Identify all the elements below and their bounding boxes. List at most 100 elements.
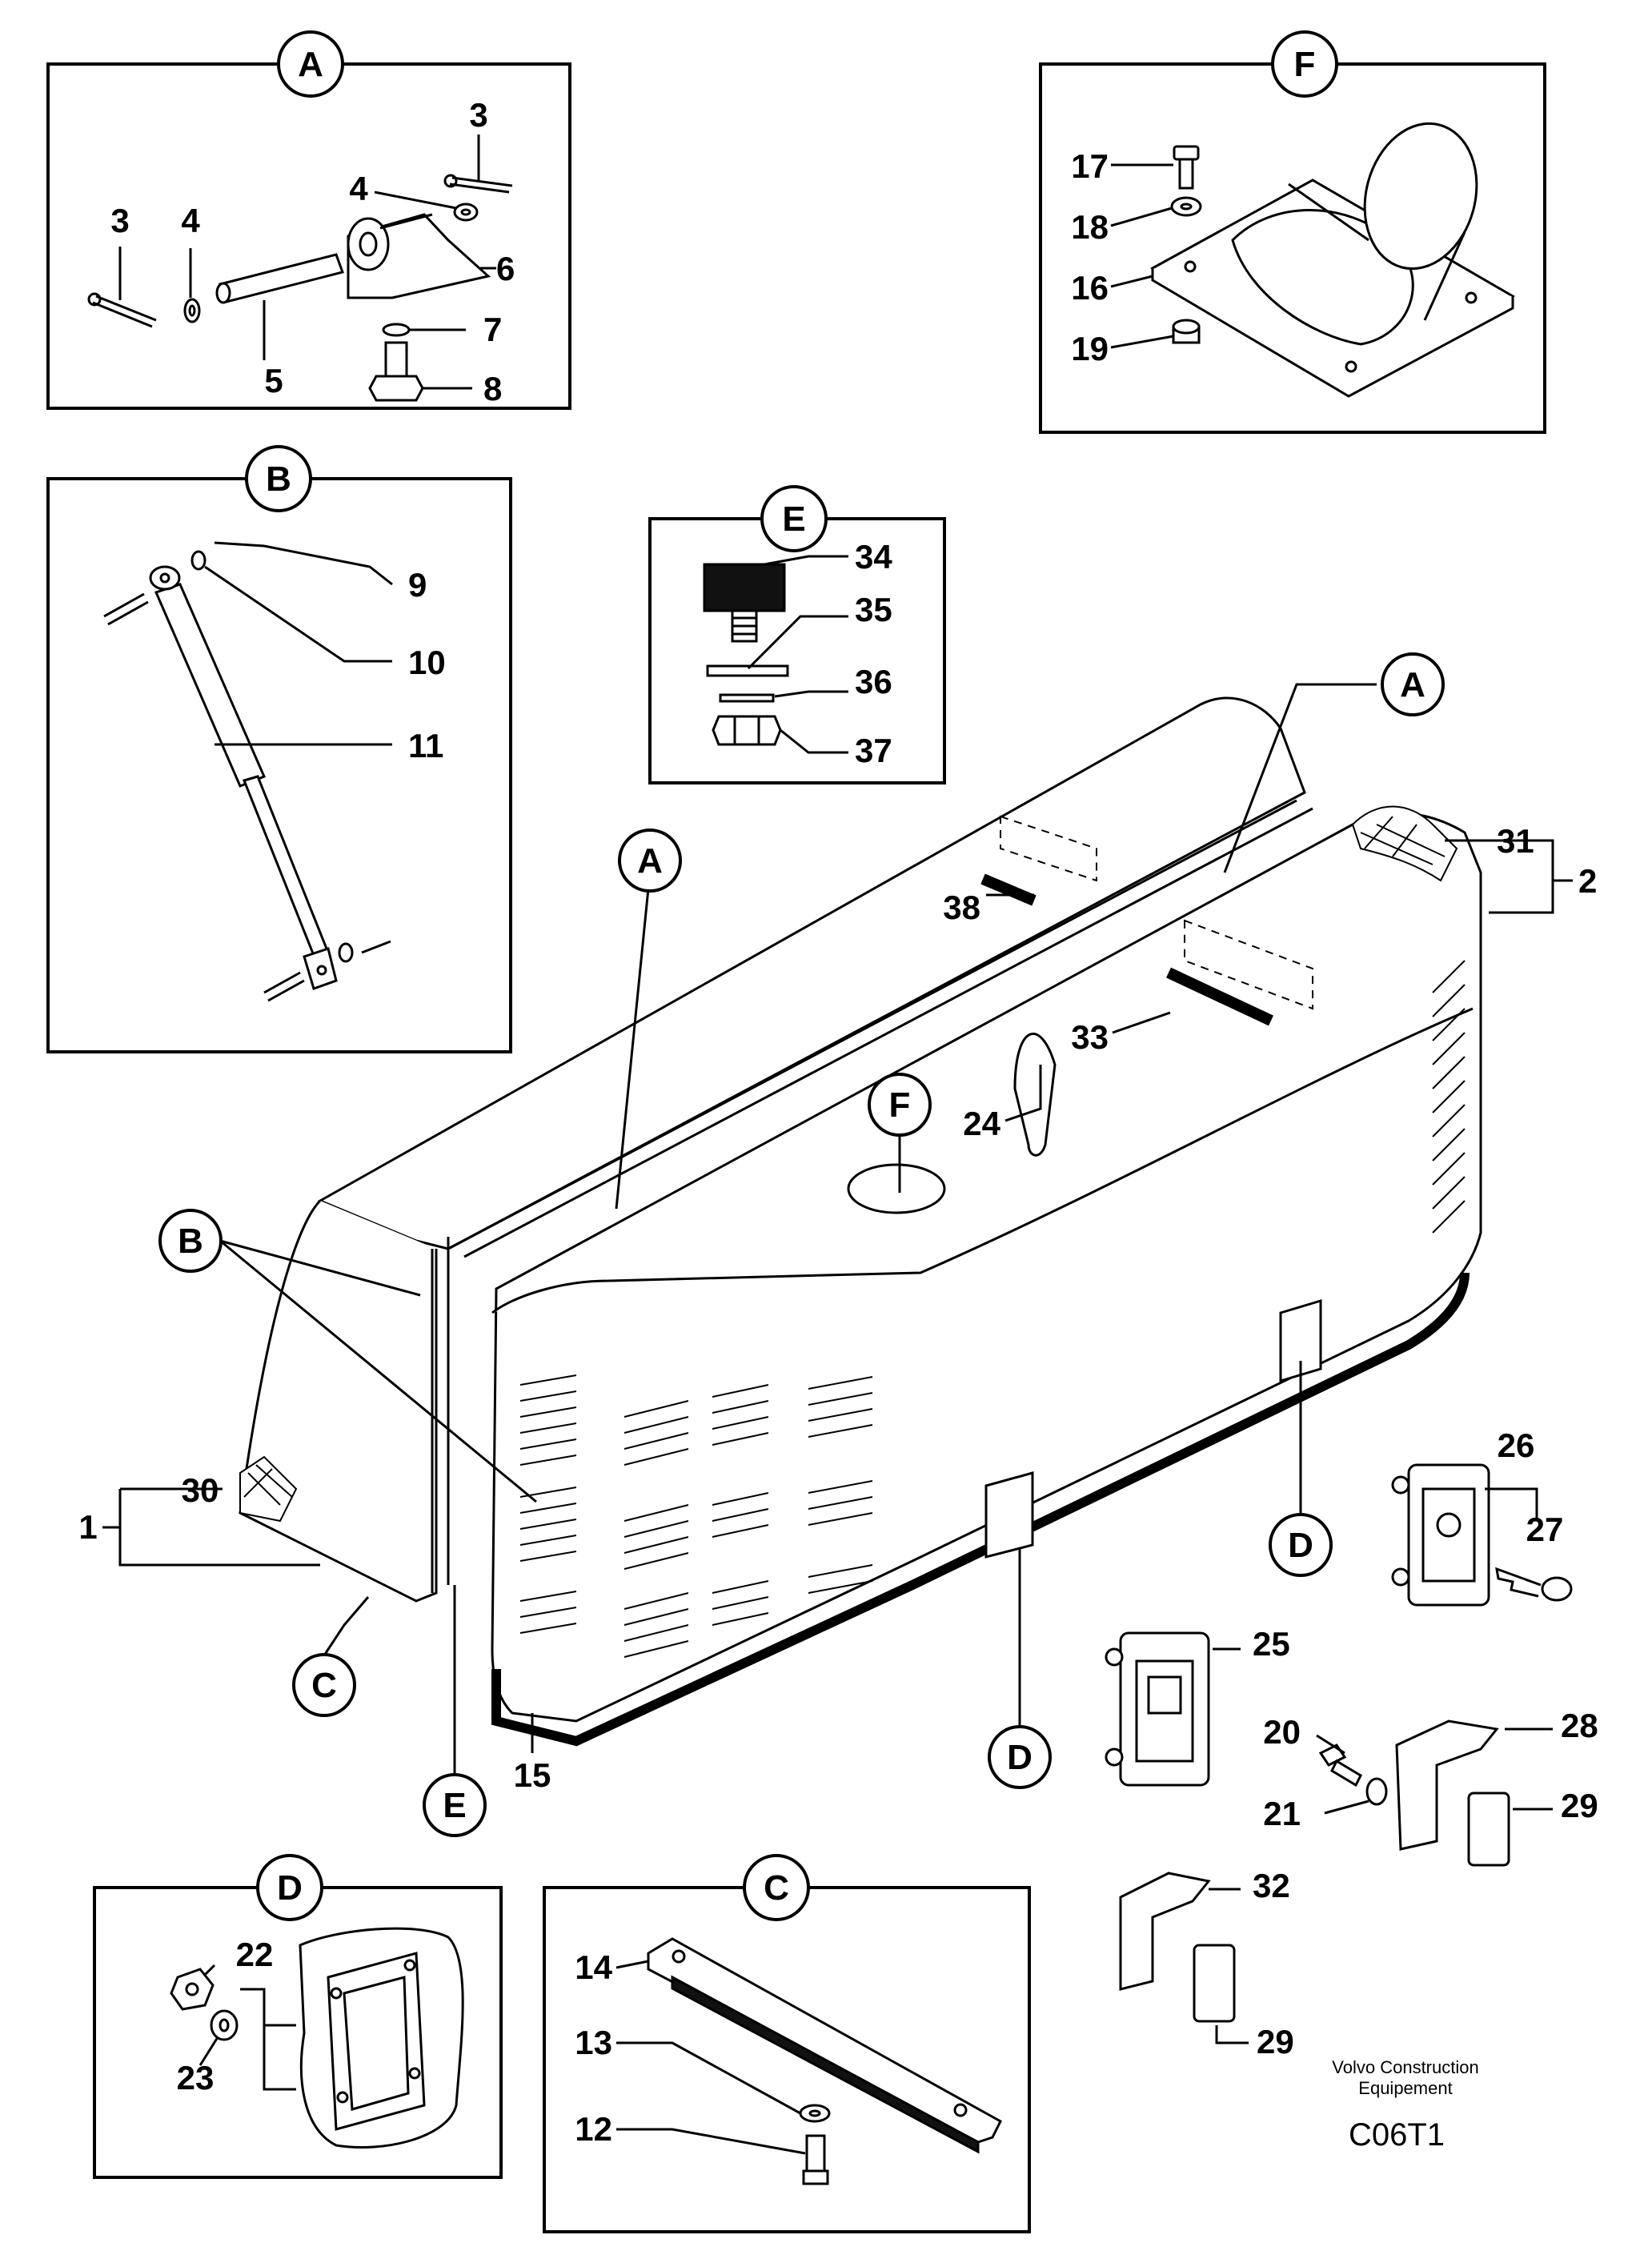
ref-letter: C [311,1666,337,1705]
louvre-grille-icon [519,960,1466,1658]
detail-b-letter: B [266,459,291,499]
screw-icon [1173,145,1200,190]
leader-lines-b [204,544,393,746]
nut-icon [712,715,782,746]
part-number: 27 [1526,1511,1564,1548]
detail-d-letter: D [277,1868,303,1908]
part-number: 20 [1263,1713,1301,1751]
ref-letter: E [443,1786,466,1825]
detail-c-letter: C [764,1868,789,1908]
part-number: 28 [1561,1707,1598,1744]
washer-icon [799,2104,831,2123]
washer-icon [1170,196,1202,217]
cotter-pin-icon [87,174,513,328]
detail-f-letter: F [1294,45,1316,84]
detail-panel-d: D 22 23 [93,1854,503,2179]
part-number: 34 [855,538,892,576]
part-number: 3 [110,202,129,239]
part-number: 17 [1071,147,1109,185]
hinge-icon [347,213,491,299]
detail-b-badge [245,445,312,512]
part-number: 35 [855,591,892,628]
leader-lines-c [615,1960,806,2155]
gas-spring-icon [103,541,391,1002]
washer-icon [210,2009,239,2041]
part-number: 10 [408,644,446,681]
part-number: 19 [1071,330,1109,367]
washer-icon [183,203,479,323]
main-part-numbers: 31 2 38 33 24 30 1 15 26 27 25 20 28 21 … [78,822,1598,2060]
retaining-clip-icon [1193,1792,1510,2023]
detail-c-badge [743,1854,810,1921]
manufacturer-line-2: Equipement [1358,2078,1452,2098]
part-number: 5 [264,362,283,399]
key-icon [1495,1567,1573,1602]
engine-hood-assembly [239,696,1573,2023]
part-number: 8 [483,370,502,407]
detail-panel-b: B 9 10 11 [46,445,512,1053]
detail-f-badge [1271,30,1338,98]
air-intake-flange-icon [1149,122,1516,398]
part-number: 16 [1071,269,1109,307]
lock-washer-icon [382,323,411,337]
leader-lines-e [747,555,848,754]
leader-lines-f [1110,163,1174,349]
part-number: 29 [1561,1787,1598,1824]
support-bar-icon [647,1937,1002,2154]
part-number: 6 [496,250,515,287]
part-number: 21 [1263,1795,1301,1832]
detail-panel-a: A [46,30,571,410]
latch-mounting-plate-icon [299,1927,464,2149]
hinge-pin-icon [215,253,344,304]
part-number: 1 [78,1508,97,1546]
insulation-mesh-icon [239,805,1458,1523]
part-number: 13 [575,2024,612,2061]
part-number: 4 [181,202,200,239]
detail-e-badge [760,485,828,552]
rubber-pad-icon [1000,815,1313,1010]
part-number: 9 [408,566,427,604]
detail-a-letter: A [298,45,323,84]
detail-e-letter: E [782,500,805,539]
part-number: 32 [1253,1867,1290,1904]
part-number: 31 [1497,822,1534,860]
part-number: 15 [514,1756,551,1794]
part-number: 14 [575,1948,612,1986]
ref-letter: D [1007,1738,1032,1777]
detail-panel-f: F 17 18 16 19 [1039,30,1546,434]
nut-icon [1172,319,1201,344]
part-number: 3 [469,96,487,134]
part-number: 7 [483,311,502,348]
part-number: 4 [349,170,368,207]
detail-panel-c: C 14 13 12 [543,1854,1031,2233]
part-number: 23 [177,2059,215,2097]
nut-icon [170,1968,215,2011]
part-number: 2 [1578,862,1597,900]
manufacturer-line-1: Volvo Construction [1332,2057,1478,2077]
part-number: 25 [1253,1625,1290,1663]
part-number: 24 [963,1105,1000,1142]
ref-letter: B [178,1222,203,1261]
main-leader-lines [102,683,1573,2044]
leader-lines-a [118,134,496,390]
washer-icon [1365,1777,1388,1806]
part-number: 38 [943,889,980,926]
bolt-icon [802,2134,829,2185]
ref-letter: A [637,841,663,881]
ref-letter: A [1400,665,1425,704]
detail-panel-e: E 34 35 36 37 [648,485,946,784]
part-number: 18 [1071,208,1109,246]
ref-letter: F [889,1085,911,1125]
drawing-code: C06T1 [1349,2117,1445,2153]
view-reference-markers: A A F B C E D D [158,652,1445,1837]
latch-bracket-icon [1119,1719,1499,1991]
part-number: 30 [182,1471,219,1509]
part-number: 29 [1257,2023,1294,2060]
intake-opening [847,1163,946,1214]
part-number: 37 [855,732,892,769]
washer-icon [706,664,789,677]
drawing-footer: Volvo Construction Equipement C06T1 [1332,2057,1478,2153]
washer-icon [719,693,775,703]
ref-letter: D [1288,1526,1313,1565]
